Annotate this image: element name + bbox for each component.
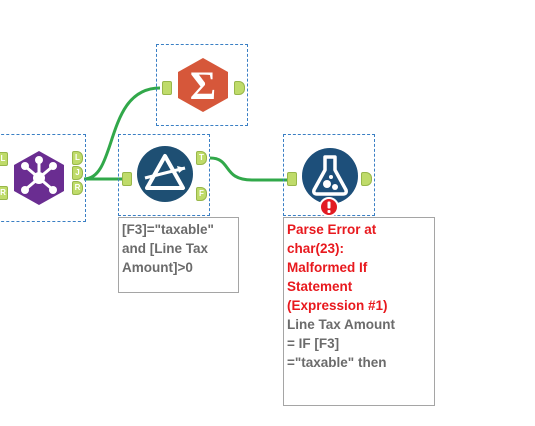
error-message-line: Malformed If <box>287 260 368 275</box>
error-badge-icon <box>319 197 339 217</box>
error-message-line: (Expression #1) <box>287 298 388 313</box>
connection-filter-to-formula <box>209 156 288 182</box>
join-tool[interactable]: L R L J R <box>0 136 86 220</box>
anchor-label: T <box>199 153 204 162</box>
filter-output-anchor-t[interactable]: T <box>196 151 207 165</box>
filter-input-anchor[interactable] <box>122 172 132 186</box>
annotation-line: and [Line Tax <box>122 241 209 256</box>
anchor-label: R <box>0 188 6 197</box>
join-icon <box>14 151 64 205</box>
join-tool-selection <box>0 134 86 222</box>
error-message-line: char(23): <box>287 241 345 256</box>
exclamation-icon <box>327 201 331 213</box>
summarize-tool[interactable]: Σ <box>156 44 248 126</box>
join-output-anchor-l[interactable]: L <box>72 151 83 165</box>
annotation-line: Line Tax Amount <box>287 317 395 332</box>
sigma-icon: Σ <box>178 58 228 112</box>
filter-output-anchor-f[interactable]: F <box>196 187 207 201</box>
annotation-line: = IF [F3] <box>287 336 340 351</box>
filter-tool[interactable]: T F <box>118 134 210 216</box>
filter-annotation: [F3]="taxable" and [Line Tax Amount]>0 <box>118 217 239 293</box>
summarize-output-anchor[interactable] <box>234 81 245 95</box>
annotation-line: [F3]="taxable" <box>122 222 214 237</box>
formula-output-anchor[interactable] <box>361 172 372 186</box>
summarize-input-anchor[interactable] <box>162 81 172 95</box>
annotation-line: Amount]>0 <box>122 260 193 275</box>
join-output-anchor-j[interactable]: J <box>72 166 83 180</box>
annotation-line: ="taxable" then <box>287 355 387 370</box>
anchor-label: R <box>74 183 81 192</box>
filter-icon <box>137 146 193 202</box>
error-message-line: Parse Error at <box>287 222 377 237</box>
formula-icon <box>302 148 358 204</box>
svg-text:Σ: Σ <box>190 63 216 108</box>
anchor-label: L <box>0 154 6 163</box>
error-message-line: Statement <box>287 279 353 294</box>
anchor-label: J <box>75 168 80 177</box>
join-output-anchor-r[interactable]: R <box>72 181 83 195</box>
anchor-label: F <box>199 189 204 198</box>
anchor-label: L <box>75 153 80 162</box>
formula-annotation: Parse Error at char(23): Malformed If St… <box>283 217 435 406</box>
join-input-anchor-r[interactable]: R <box>0 186 8 200</box>
summarize-tool-selection <box>156 44 248 126</box>
join-input-anchor-l[interactable]: L <box>0 152 8 166</box>
formula-tool[interactable] <box>283 134 375 217</box>
filter-tool-selection <box>118 134 210 216</box>
formula-input-anchor[interactable] <box>287 172 297 186</box>
